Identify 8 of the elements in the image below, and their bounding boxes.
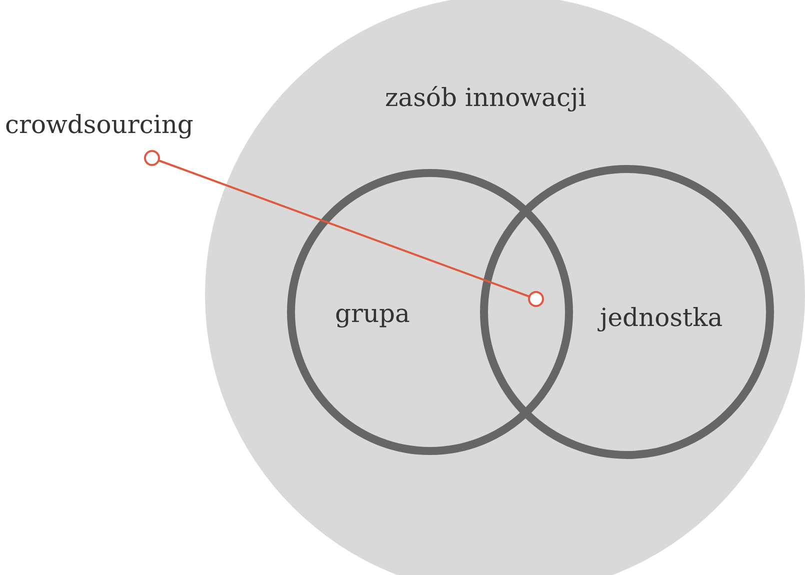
set-circle: [480, 165, 774, 459]
set-label: grupa: [335, 299, 410, 328]
set-label: zasób innowacji: [385, 83, 586, 112]
set-label: jednostka: [600, 303, 723, 332]
set-circle: [205, 0, 805, 575]
leader-line: [144, 150, 544, 307]
callout-text: crowdsourcing: [5, 110, 194, 139]
set-circle: [287, 169, 573, 455]
